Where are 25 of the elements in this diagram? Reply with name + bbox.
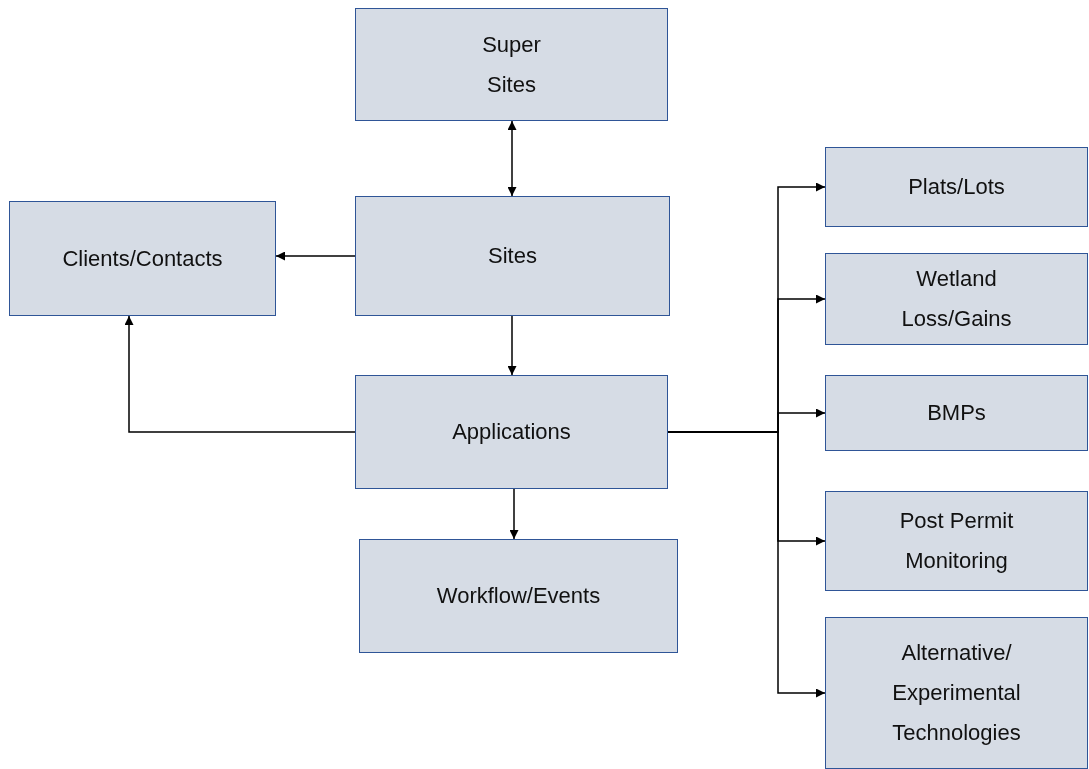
- arrow: [509, 488, 519, 540]
- process-box: [355, 375, 668, 489]
- box-label: Post Permit Monitoring: [898, 507, 1015, 575]
- box-label: Wetland Loss/Gains: [900, 265, 1013, 333]
- process-box: [9, 201, 276, 316]
- box-label: Clients/Contacts: [62, 244, 223, 273]
- process-box: [825, 375, 1088, 451]
- process-box: [825, 617, 1088, 769]
- process-box: [355, 8, 668, 121]
- arrow: [507, 120, 517, 197]
- box-label: Sites: [488, 242, 537, 270]
- process-box: [825, 147, 1088, 227]
- arrow: [507, 315, 517, 376]
- process-box: [359, 539, 678, 653]
- box-label: Applications: [452, 418, 571, 446]
- box-label: Alternative/ Experimental Technologies: [891, 639, 1022, 747]
- arrow: [124, 315, 356, 433]
- box-label: BMPs: [927, 399, 986, 427]
- box-label: Plats/Lots: [908, 173, 1005, 201]
- box-label: Super Sites: [481, 30, 542, 99]
- process-box: [825, 491, 1088, 591]
- process-box: [355, 196, 670, 316]
- box-label: Workflow/Events: [436, 582, 601, 610]
- process-box: [825, 253, 1088, 345]
- arrow: [275, 251, 356, 261]
